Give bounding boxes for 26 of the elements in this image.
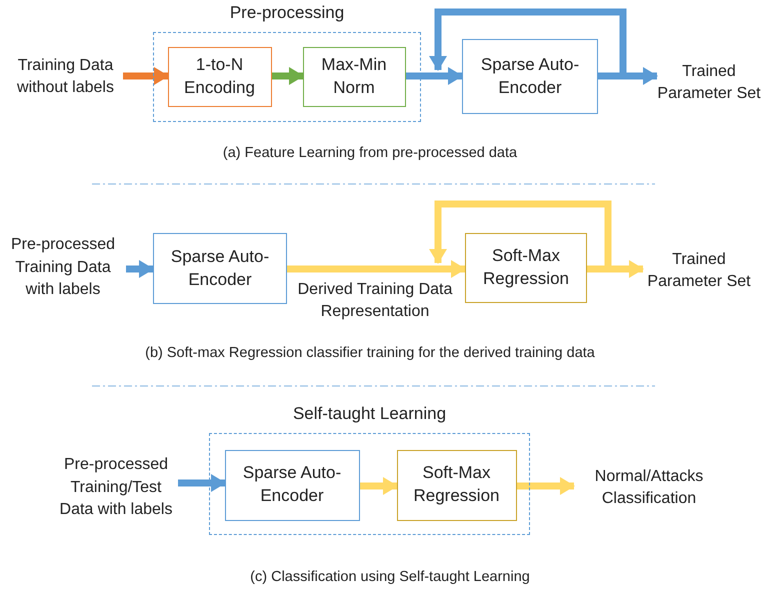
node-text: Trained Parameter Set [657, 55, 761, 111]
arrow [272, 67, 304, 85]
process-box: 1-to-N Encoding [168, 46, 272, 106]
process-box: Sparse Auto-Encoder [153, 233, 287, 304]
process-box: Sparse Auto-Encoder [224, 450, 360, 520]
process-box: Max-Min Norm [302, 46, 406, 106]
arrow [517, 477, 575, 495]
group-heading: Self-taught Learning [292, 404, 448, 424]
group-heading: Pre-processing [228, 3, 346, 23]
arrow [123, 67, 169, 85]
arrow [287, 260, 466, 278]
process-box: Sparse Auto-Encoder [462, 39, 598, 114]
arrow [360, 477, 398, 495]
caption-text: (c) Classification using Self-taught Learning [250, 569, 530, 585]
caption-text: (a) Feature Learning from pre-processed data [222, 145, 518, 161]
node-text: Trained Parameter Set [643, 243, 755, 299]
node-text: Normal/Attacks Classification [574, 460, 724, 516]
node-text: Pre-processed Training/Test Data with labels [54, 448, 178, 528]
arrow [178, 474, 226, 492]
process-box: Soft-Max Regression [465, 233, 587, 303]
node-text: Pre-processed Training Data with labels [0, 228, 126, 308]
caption-text: (b) Soft-max Regression classifier training for the derived training data [145, 345, 595, 361]
arrow [126, 260, 154, 278]
arrow [406, 67, 463, 85]
node-text: Training Data without labels [8, 52, 123, 102]
process-box: Soft-Max Regression [396, 450, 516, 520]
